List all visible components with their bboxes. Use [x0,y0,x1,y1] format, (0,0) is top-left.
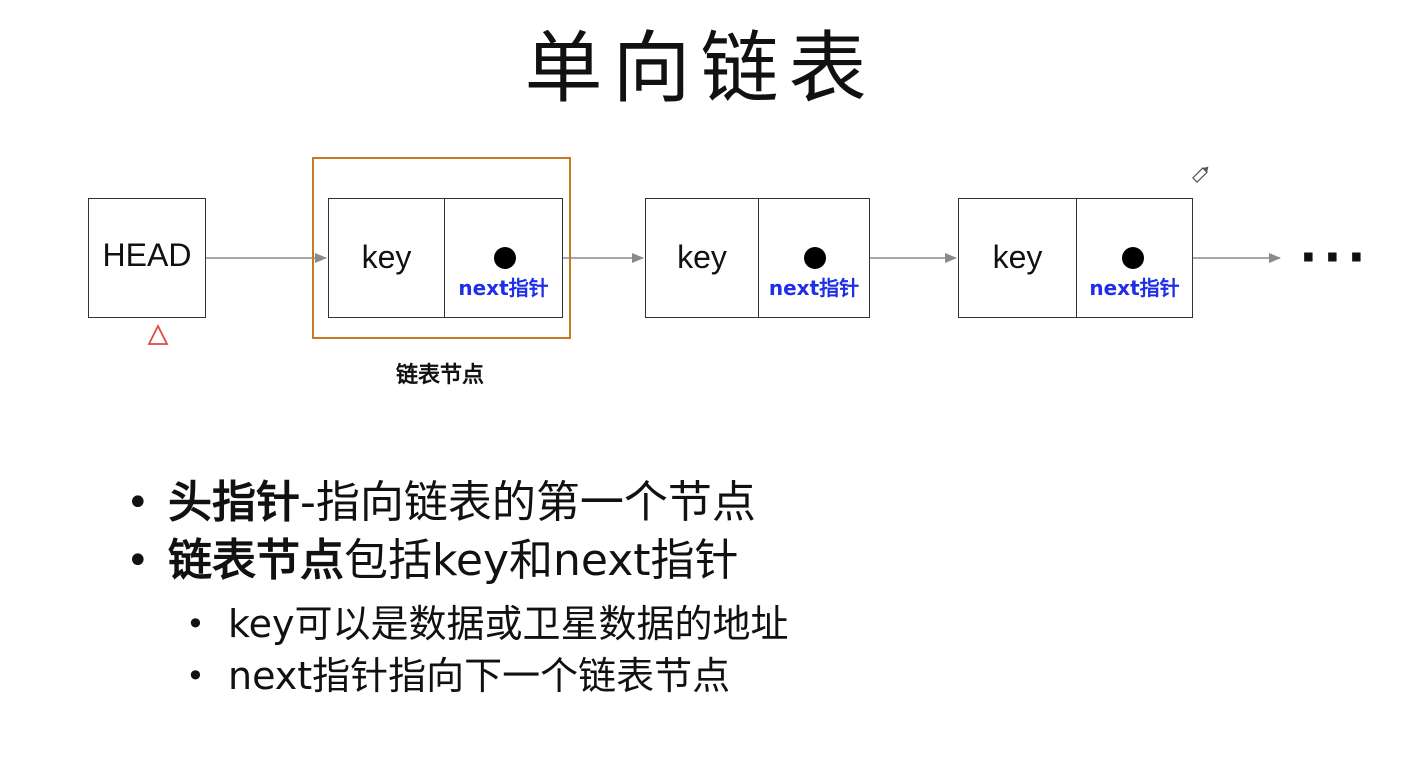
slide-title: 单向链表 [524,24,877,114]
bullet-term: 头指针 [168,477,300,528]
bullet-item-list-node: • 链表节点包括key和next指针 [126,532,756,590]
node-2-pointer-dot [804,247,826,269]
sub-bullet-item-next: • next指针指向下一个链表节点 [186,650,789,702]
node-1-key-label: key [361,239,412,275]
bullet-glyph: • [126,538,150,584]
bullet-term: 链表节点 [168,535,344,586]
node-1-next-cell: next指针 [444,198,563,318]
bullet-item-head-pointer: • 头指针-指向链表的第一个节点 [126,474,756,532]
node-1-next-label: next指针 [458,276,549,300]
node-3-next-label: next指针 [1089,276,1180,300]
head-label: HEAD [102,237,192,273]
head-box: HEAD [88,198,206,318]
node-2-next-cell: next指针 [758,198,870,318]
node-3-key-cell: key [958,198,1077,318]
bullet-list: • 头指针-指向链表的第一个节点 • 链表节点包括key和next指针 [126,474,756,590]
node-3-pointer-dot [1122,247,1144,269]
sub-bullet-text: key可以是数据或卫星数据的地址 [228,602,789,646]
sub-bullet-list: • key可以是数据或卫星数据的地址 • next指针指向下一个链表节点 [186,598,789,702]
sub-bullet-item-key: • key可以是数据或卫星数据的地址 [186,598,789,650]
pencil-icon [1192,166,1209,183]
continuation-ellipsis: ··· [1300,223,1372,290]
bullet-glyph: • [126,480,150,526]
node-2-next-label: next指针 [768,276,860,300]
sub-bullet-glyph: • [186,657,205,695]
node-3-key-label: key [992,239,1043,275]
highlight-box [312,157,571,339]
node-3-next-cell: next指针 [1076,198,1193,318]
sub-bullet-glyph: • [186,605,205,643]
sub-bullet-text: next指针指向下一个链表节点 [228,654,731,698]
node-2-key-label: key [677,239,727,275]
bullet-text: -指向链表的第一个节点 [300,477,756,528]
annotation-triangle [147,323,169,345]
node-2-key-cell: key [645,198,759,318]
bullet-text: 包括key和next指针 [344,535,739,586]
node-1-pointer-dot [494,247,516,269]
node-caption: 链表节点 [395,363,484,388]
node-1-key-cell: key [328,198,445,318]
